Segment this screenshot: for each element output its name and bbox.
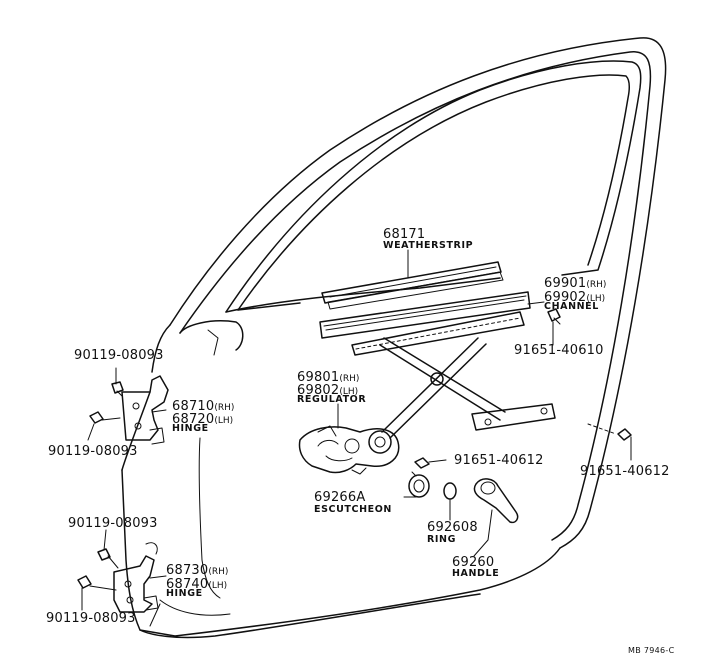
channel-rh-number: 69901 xyxy=(544,276,587,291)
door-frame xyxy=(121,37,667,639)
lower-hinge-drawing xyxy=(77,542,159,613)
lower-hinge-lh-suffix: (LH) xyxy=(208,581,228,591)
regulator-bolt-b-number: 91651-40612 xyxy=(580,464,670,479)
escutcheon-name: ESCUTCHEON xyxy=(314,504,392,515)
ring-number: 692608 xyxy=(427,520,478,535)
ring-name: RING xyxy=(427,534,456,545)
lower-hinge-rh-label: 68730(RH) xyxy=(166,561,228,577)
channel-lh-label: 69902(LH) xyxy=(544,288,605,304)
channel-name: CHANNEL xyxy=(544,301,599,312)
upper-hinge-rh-label: 68710(RH) xyxy=(172,397,234,413)
upper-hinge-bolt-bottom-number: 90119-08093 xyxy=(48,444,138,459)
regulator-lh-number: 69802 xyxy=(297,383,340,398)
regulator-bolt-a-number: 91651-40612 xyxy=(454,453,544,468)
upper-hinge-lh-number: 68720 xyxy=(172,412,215,427)
upper-hinge-name: HINGE xyxy=(172,423,209,434)
channel-rh-suffix: (RH) xyxy=(586,280,607,290)
handle-name: HANDLE xyxy=(452,568,500,579)
lower-hinge-lh-label: 68740(LH) xyxy=(166,575,227,591)
lower-hinge-bolt-bottom-number: 90119-08093 xyxy=(46,611,136,626)
regulator-drawing xyxy=(298,337,556,475)
upper-hinge-drawing xyxy=(89,375,169,445)
lower-hinge-bolt-top-number: 90119-08093 xyxy=(68,516,158,531)
channel-bolt-drawing xyxy=(547,308,561,325)
lower-hinge-name: HINGE xyxy=(166,588,203,599)
upper-hinge-rh-suffix: (RH) xyxy=(214,403,235,413)
upper-hinge-bolt-top-number: 90119-08093 xyxy=(74,348,164,363)
channel-lh-suffix: (LH) xyxy=(586,294,606,304)
channel-rh-label: 69901(RH) xyxy=(544,274,606,290)
ring-drawing xyxy=(443,482,457,500)
regulator-bolt-b-drawing xyxy=(587,423,632,461)
handle-number: 69260 xyxy=(452,555,495,570)
regulator-bolt-a-drawing xyxy=(414,457,447,469)
weatherstrip-name: WEATHERSTRIP xyxy=(383,240,474,251)
escutcheon-number: 69266A xyxy=(314,490,366,505)
reference-code: MB 7946-C xyxy=(628,646,675,655)
regulator-lh-label: 69802(LH) xyxy=(297,381,358,397)
upper-hinge-rh-number: 68710 xyxy=(172,399,215,414)
channel-drawing xyxy=(319,291,531,356)
regulator-rh-suffix: (RH) xyxy=(339,374,360,384)
upper-hinge-lh-suffix: (LH) xyxy=(214,416,234,426)
weatherstrip-number: 68171 xyxy=(383,227,426,242)
lower-hinge-rh-suffix: (RH) xyxy=(208,567,229,577)
upper-hinge-lh-label: 68720(LH) xyxy=(172,410,233,426)
regulator-name: REGULATOR xyxy=(297,394,367,405)
escutcheon-drawing xyxy=(408,474,430,498)
lower-hinge-lh-number: 68740 xyxy=(166,577,209,592)
lower-hinge-rh-number: 68730 xyxy=(166,563,209,578)
regulator-rh-label: 69801(RH) xyxy=(297,368,359,384)
handle-drawing xyxy=(473,478,519,524)
channel-bolt-number: 91651-40610 xyxy=(514,343,604,358)
leader-lines xyxy=(81,249,554,611)
channel-lh-number: 69902 xyxy=(544,290,587,305)
regulator-rh-number: 69801 xyxy=(297,370,340,385)
weatherstrip-drawing xyxy=(321,261,504,310)
regulator-lh-suffix: (LH) xyxy=(339,387,359,397)
